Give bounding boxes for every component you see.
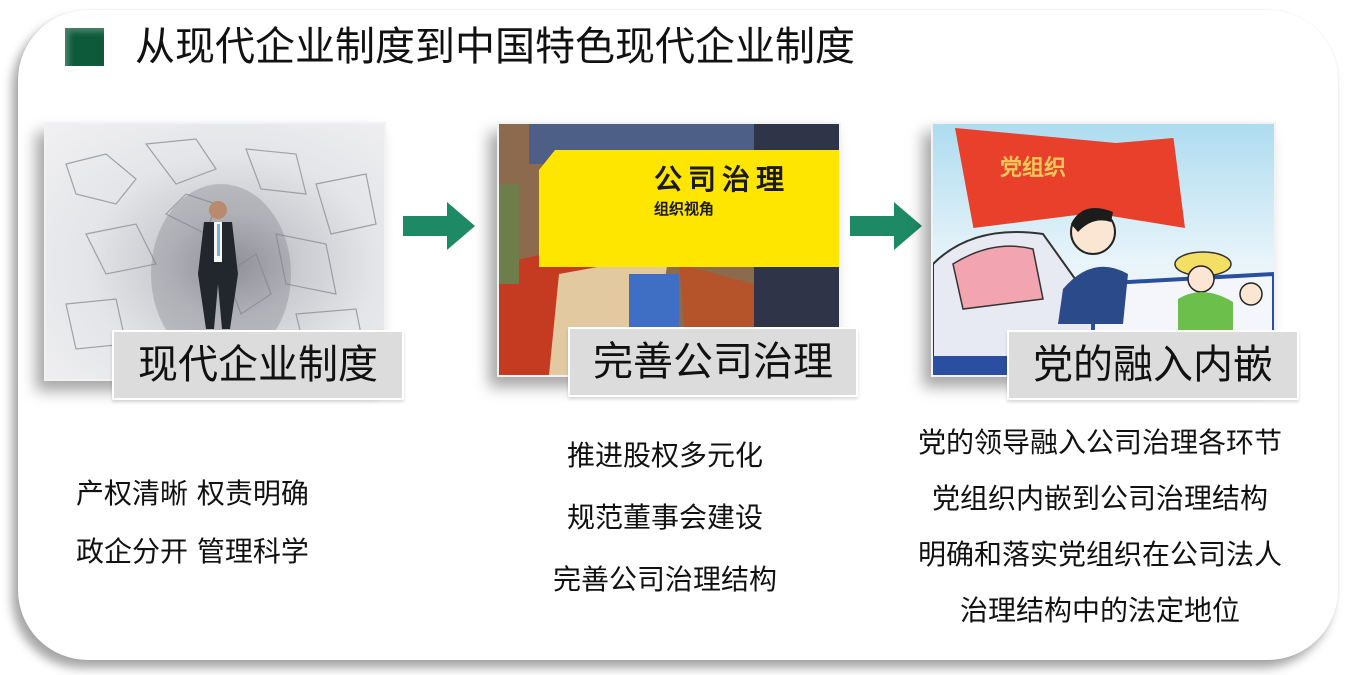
- list-item: 产权清晰 权责明确: [76, 477, 309, 510]
- businessman-wall-image: [44, 122, 386, 381]
- list-item: 推进股权多元化: [566, 439, 763, 472]
- stage-2-points: 推进股权多元化 规范董事会建设 完善公司治理结构: [530, 425, 800, 611]
- book-subtitle: 组织视角: [654, 200, 715, 218]
- list-item: 规范董事会建设: [566, 501, 763, 534]
- cracked-wall-illustration: [65, 138, 377, 364]
- stage-3-points: 党的领导融入公司治理各环节 党组织内嵌到公司治理结构 明确和落实党组织在公司法人…: [880, 415, 1320, 639]
- right-arrow-icon: [403, 202, 475, 250]
- list-item: 党的领导融入公司治理各环节: [917, 426, 1282, 459]
- slide-title: 从现代企业制度到中国特色现代企业制度: [135, 24, 855, 70]
- flag-text: 党组织: [1000, 156, 1067, 181]
- stage-1-points: 产权清晰 权责明确 政企分开 管理科学: [76, 465, 309, 581]
- list-item: 党组织内嵌到公司治理结构: [931, 482, 1268, 515]
- stage-label-party-integration: 党的融入内嵌: [1007, 330, 1299, 400]
- book-title-band: 公司治理 组织视角: [539, 150, 839, 267]
- right-arrow-icon: [850, 202, 922, 250]
- stage-label-modern-enterprise: 现代企业制度: [112, 330, 404, 400]
- stage-label-improve-governance: 完善公司治理: [568, 327, 858, 397]
- party-flag: 党组织: [955, 128, 1185, 228]
- title-bullet-square-icon: [65, 28, 104, 66]
- list-item: 明确和落实党组织在公司法人: [917, 538, 1282, 571]
- list-item: 政企分开 管理科学: [76, 535, 309, 568]
- list-item: 治理结构中的法定地位: [959, 594, 1240, 627]
- list-item: 完善公司治理结构: [552, 563, 777, 596]
- book-title: 公司治理: [654, 163, 791, 196]
